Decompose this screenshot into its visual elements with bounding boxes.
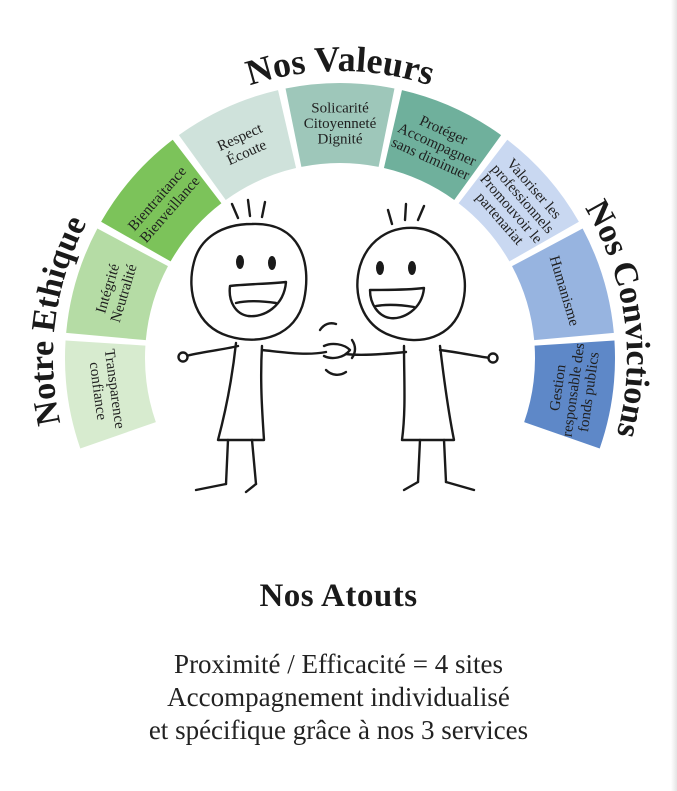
atouts-line: et spécifique grâce à nos 3 services (148, 715, 529, 745)
atouts-description: Proximité / Efficacité = 4 sites Accompa… (0, 648, 677, 747)
left-figure (177, 198, 328, 494)
arc-segment-transparence (65, 340, 156, 449)
handshake-hands (318, 322, 357, 376)
arc-segment-proteger (383, 90, 502, 200)
arc-segment-humanisme (512, 228, 614, 341)
atouts-line: Accompagnement individualisé (167, 682, 510, 712)
arc-segment-label-line: confiance (86, 361, 110, 421)
handshake-illustration (177, 198, 499, 494)
atouts-title: Nos Atouts (259, 578, 418, 614)
right-figure (344, 202, 499, 492)
arc-segment-label-line: Solicarité (311, 100, 369, 116)
arc-segment-label-line: Gestion (547, 363, 569, 412)
arc-segment-label-valoriser: Valoriser lesprofessionnelsPromouvoir le… (465, 151, 568, 257)
arc-segment-label-line: Citoyenneté (304, 116, 377, 132)
arc-segment-label-line: Dignité (318, 132, 363, 148)
page-edge (671, 0, 677, 791)
arc-segment-valoriser (458, 139, 579, 262)
atouts-line: Proximité / Efficacité = 4 sites (174, 649, 503, 679)
arc-segment-integrite (66, 228, 168, 341)
arc-segment-bientraitance (101, 139, 222, 262)
arc-segment-gestion (524, 340, 615, 449)
arc-segments (65, 82, 615, 449)
arc-segment-respect (178, 90, 297, 200)
arc-segment-solicarite (285, 82, 395, 167)
